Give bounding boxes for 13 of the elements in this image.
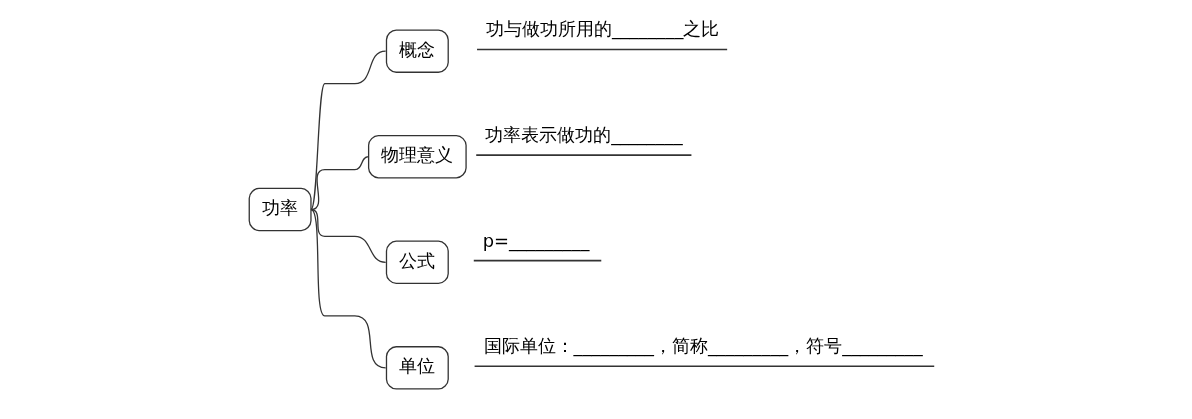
node-box: 概念 bbox=[385, 29, 449, 73]
node-label: 功与做功所用的________之比 bbox=[485, 18, 720, 40]
node-label: p=_________ bbox=[482, 229, 590, 251]
connector bbox=[310, 208, 387, 369]
connector bbox=[310, 208, 387, 263]
node-box: 功率 bbox=[248, 187, 312, 232]
node-label: 国际单位：_________，简称_________，符号_________ bbox=[483, 335, 923, 357]
node-label: 功率表示做功的________ bbox=[485, 123, 683, 145]
node-box: 物理意义 bbox=[367, 134, 467, 179]
node-box: 公式 bbox=[385, 240, 449, 285]
connector bbox=[310, 50, 387, 211]
node-box: 单位 bbox=[385, 346, 449, 390]
connector bbox=[310, 156, 370, 211]
